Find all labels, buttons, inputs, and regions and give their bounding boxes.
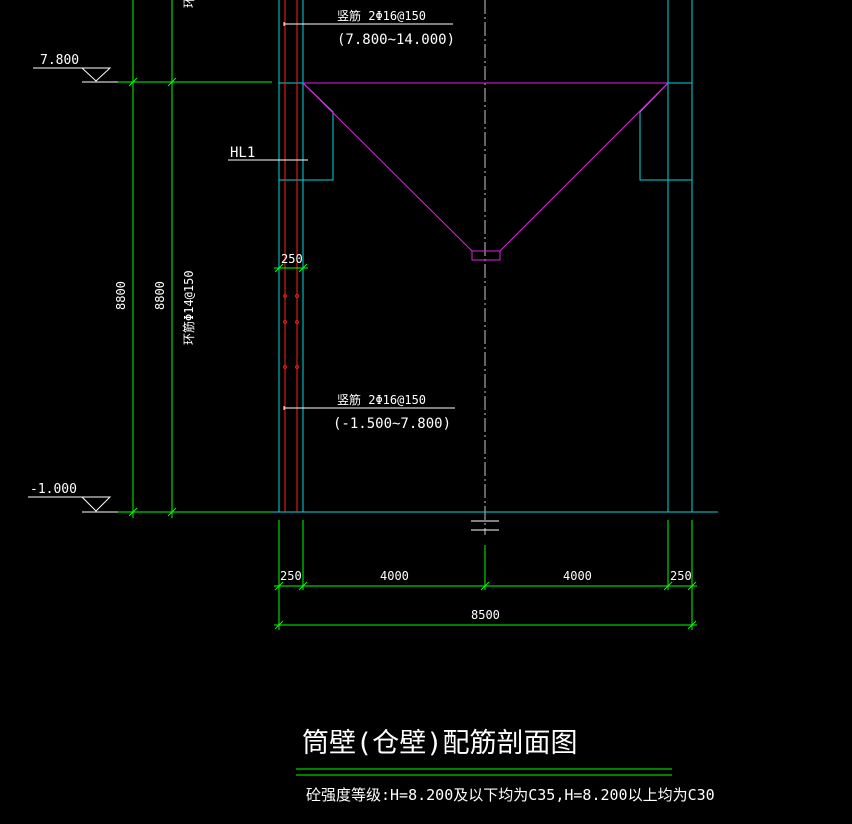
height-dimensions: [118, 0, 272, 518]
drawing-title: 筒壁(仓壁)配筋剖面图: [302, 728, 578, 759]
rebar-upper-text-2: (7.800~14.000): [337, 32, 455, 48]
center-axis: [471, 0, 499, 535]
cropped-top-label: 环: [182, 0, 196, 8]
title-underline: [296, 768, 672, 776]
hl1-label: HL1: [230, 145, 255, 161]
dim-bottom-right: 250: [670, 569, 692, 583]
wall-thickness-dim: [274, 263, 308, 273]
rebar-dots: [283, 294, 299, 369]
elevation-top: [33, 67, 272, 83]
elevation-top-label: 7.800: [40, 53, 79, 68]
vertical-rebars: [284, 0, 298, 512]
rebar-upper-text-1: 竖筋 2Φ16@150: [337, 8, 426, 23]
dim-bottom-mid-left: 4000: [380, 569, 409, 583]
silo-wall-right: [639, 0, 693, 512]
elevation-bottom: [28, 496, 130, 513]
hopper: [302, 82, 669, 261]
dim-total: 8500: [471, 608, 500, 622]
bottom-dimensions: [274, 520, 697, 630]
rebar-upper-leader: [283, 22, 453, 26]
height-dim-label-1: 8800: [114, 281, 128, 310]
dim-bottom-mid-right: 4000: [563, 569, 592, 583]
rebar-lower-text-1: 竖筋 2Φ16@150: [337, 392, 426, 407]
wall-thickness-label: 250: [281, 252, 303, 266]
height-dim-label-2: 8800: [153, 281, 167, 310]
hoop-rebar-label: 环筋Φ14@150: [181, 270, 196, 345]
concrete-grade-note: 砼强度等级:H=8.200及以下均为C35,H=8.200以上均为C30: [306, 786, 715, 804]
dim-bottom-left: 250: [280, 569, 302, 583]
rebar-lower-text-2: (-1.500~7.800): [333, 416, 451, 432]
elevation-bottom-label: -1.000: [30, 482, 77, 497]
rebar-lower-leader: [283, 406, 455, 410]
silo-wall-left: [278, 0, 334, 512]
